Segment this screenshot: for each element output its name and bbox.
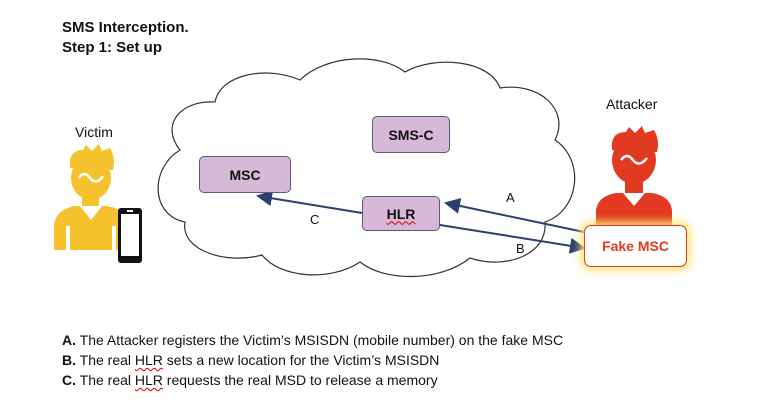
legend-letter: B.	[62, 352, 76, 368]
legend: A. The Attacker registers the Victim’s M…	[62, 330, 563, 390]
attacker-figure	[596, 126, 672, 230]
diagram-title: SMS Interception. Step 1: Set up	[62, 18, 189, 58]
legend-hlr: HLR	[134, 352, 163, 368]
fake-msc-label: Fake MSC	[602, 238, 669, 254]
msc-label: MSC	[229, 166, 261, 183]
legend-item-c: C. The real HLR requests the real MSD to…	[62, 370, 563, 390]
legend-letter: A.	[62, 332, 76, 348]
title-line-1: SMS Interception.	[62, 19, 189, 36]
title-line-2: Step 1: Set up	[62, 39, 163, 56]
legend-item-b: B. The real HLR sets a new location for …	[62, 350, 563, 370]
victim-label: Victim	[75, 124, 113, 140]
smsc-label: SMS-C	[388, 126, 434, 143]
legend-text: requests the real MSD to release a memor…	[162, 372, 438, 388]
arrow-a	[444, 198, 585, 233]
arrow-a-label: A	[506, 190, 515, 205]
arrow-b-label: B	[516, 241, 525, 256]
smsc-node: SMS-C	[372, 116, 450, 153]
phone-icon	[118, 208, 142, 263]
legend-item-a: A. The Attacker registers the Victim’s M…	[62, 330, 563, 350]
fake-msc-node: Fake MSC	[584, 225, 687, 267]
arrow-c-label: C	[310, 212, 320, 227]
legend-text: The Attacker registers the Victim’s MSIS…	[76, 332, 564, 348]
arrow-c	[256, 190, 363, 214]
network-cloud	[157, 58, 576, 278]
arrow-b	[439, 224, 586, 254]
legend-letter: C.	[62, 372, 76, 388]
msc-node: MSC	[199, 156, 291, 193]
victim-figure	[54, 144, 128, 250]
legend-text: The real	[76, 352, 135, 368]
legend-hlr: HLR	[134, 372, 163, 388]
hlr-node: HLR	[362, 196, 440, 231]
hlr-label: HLR	[386, 205, 416, 222]
attacker-label: Attacker	[606, 96, 658, 112]
legend-text: The real	[76, 372, 135, 388]
legend-text: sets a new location for the Victim’s MSI…	[162, 352, 440, 368]
